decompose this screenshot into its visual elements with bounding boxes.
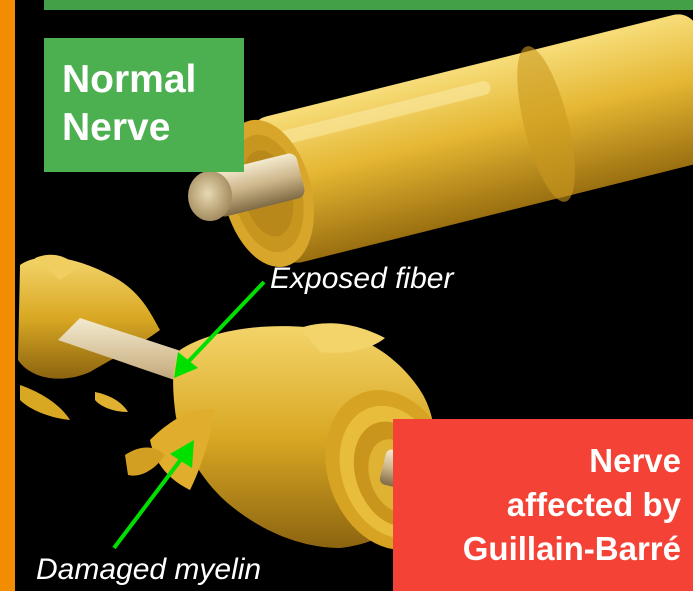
- gb-label-line2: affected by: [393, 483, 681, 527]
- guillain-barre-nerve-label: Nerve affected by Guillain-Barré: [393, 419, 693, 591]
- gb-label-line3: Guillain-Barré: [393, 527, 681, 571]
- normal-nerve: [188, 5, 693, 281]
- exposed-fiber-callout: Exposed fiber: [270, 262, 453, 296]
- normal-nerve-label: Normal Nerve: [44, 38, 244, 172]
- normal-label-line2: Nerve: [62, 104, 244, 152]
- normal-label-line1: Normal: [62, 56, 244, 104]
- gb-label-line1: Nerve: [393, 439, 681, 483]
- damaged-myelin-callout: Damaged myelin: [36, 553, 261, 587]
